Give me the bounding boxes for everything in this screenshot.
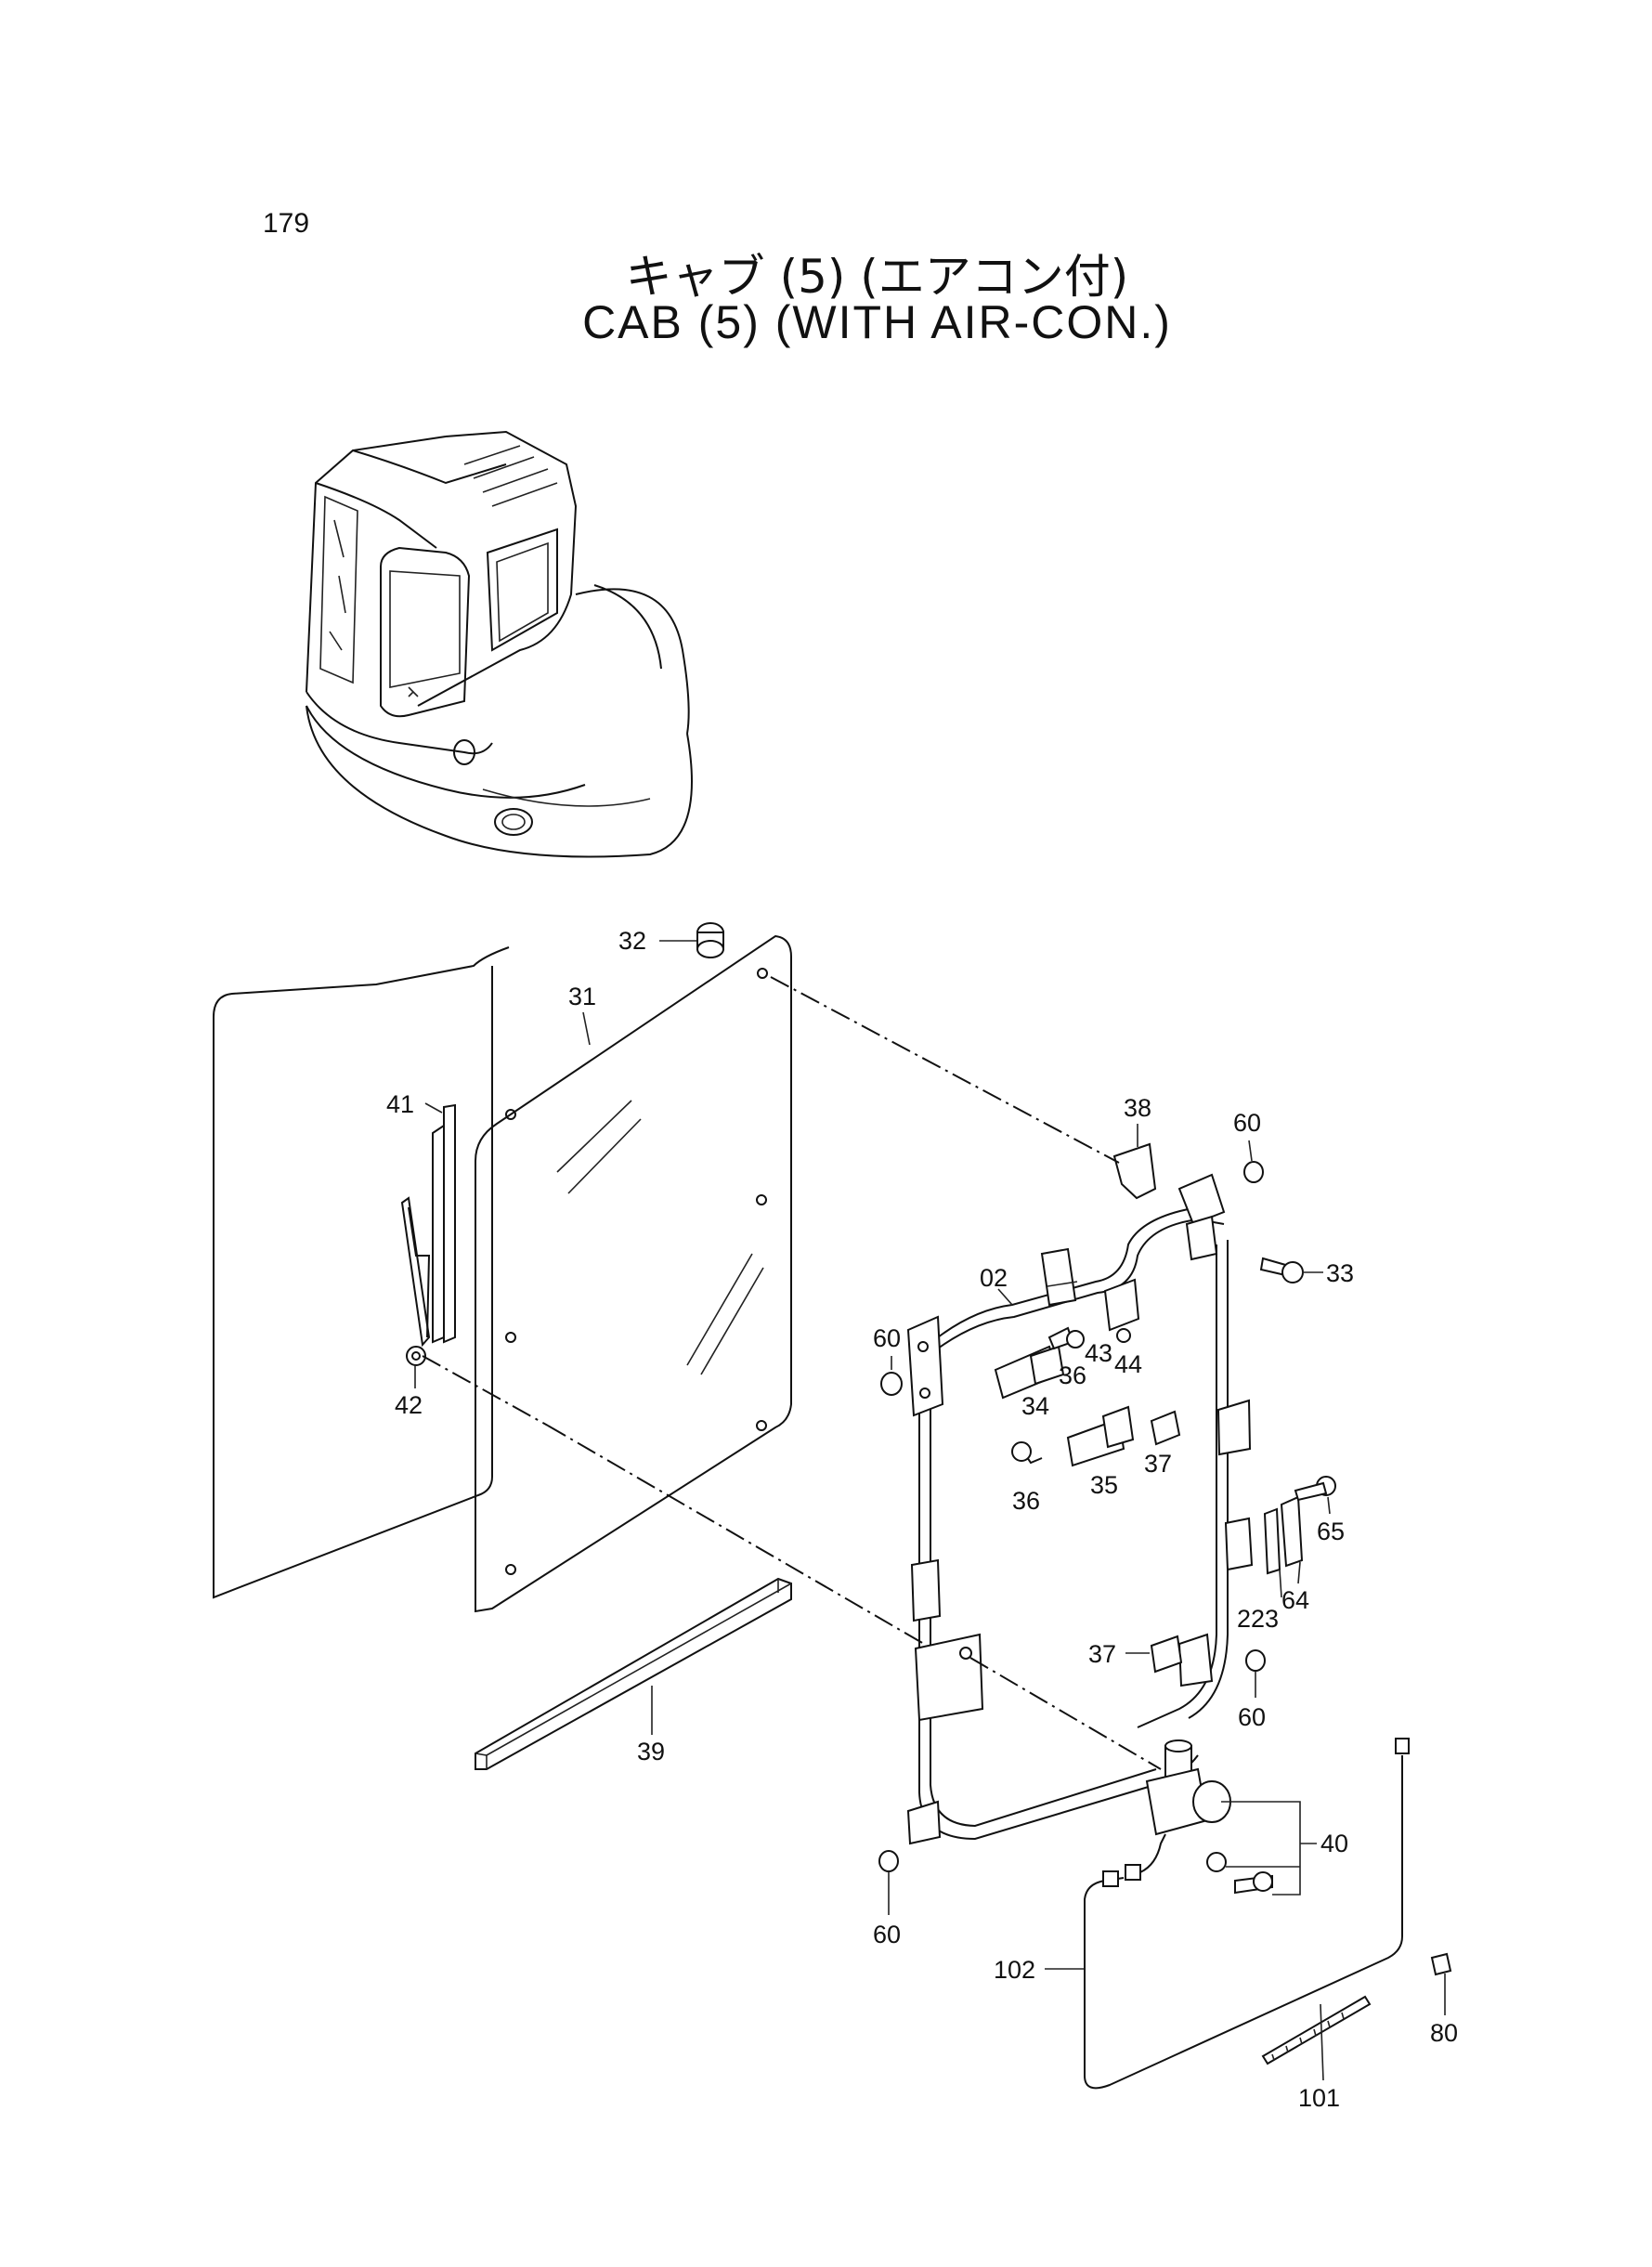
label-part-60-right: 60 bbox=[1238, 1703, 1266, 1731]
label-part-39: 39 bbox=[637, 1738, 665, 1765]
cab-overview-illustration bbox=[306, 430, 693, 858]
alignment-lines bbox=[422, 976, 1162, 1770]
label-part-60-top: 60 bbox=[1233, 1109, 1261, 1137]
fasteners bbox=[878, 1161, 1336, 1872]
part-38-clip bbox=[1112, 1142, 1157, 1200]
label-part-41: 41 bbox=[386, 1090, 414, 1118]
part-number-labels: 32 31 41 42 39 38 60 33 02 60 36 43 44 3… bbox=[386, 927, 1458, 2112]
label-part-33: 33 bbox=[1326, 1259, 1354, 1287]
label-part-42: 42 bbox=[395, 1391, 423, 1419]
page-title-english: CAB (5) (WITH AIR-CON.) bbox=[582, 296, 1172, 348]
part-41-wiper-blade bbox=[432, 1103, 456, 1344]
part-80-clip bbox=[1430, 1952, 1452, 1976]
part-60-nut-top bbox=[1243, 1161, 1264, 1183]
label-part-64: 64 bbox=[1281, 1586, 1309, 1614]
part-42-wiper-arm bbox=[400, 1196, 431, 1366]
part-31-glass-panel-outline bbox=[475, 934, 792, 1613]
part-39-seal-strip bbox=[475, 1577, 792, 1770]
leader-lines bbox=[414, 940, 1446, 2081]
label-part-40: 40 bbox=[1320, 1830, 1348, 1857]
label-part-80: 80 bbox=[1430, 2019, 1458, 2047]
part-31-glass-panel bbox=[213, 946, 510, 1599]
label-part-37-lower: 37 bbox=[1088, 1640, 1116, 1668]
label-part-223: 223 bbox=[1237, 1605, 1279, 1633]
label-part-36-upper: 36 bbox=[1059, 1362, 1086, 1389]
label-part-65: 65 bbox=[1317, 1518, 1345, 1545]
part-32-grommet bbox=[696, 922, 724, 958]
label-part-102: 102 bbox=[994, 1956, 1035, 1984]
label-part-32: 32 bbox=[618, 927, 646, 955]
part-101-cable-tie bbox=[1261, 1995, 1372, 2065]
label-part-35: 35 bbox=[1090, 1471, 1118, 1499]
window-frame-assembly bbox=[906, 1142, 1304, 1895]
label-part-44: 44 bbox=[1114, 1350, 1142, 1378]
label-part-38: 38 bbox=[1124, 1094, 1151, 1122]
label-part-60-bottom: 60 bbox=[873, 1921, 901, 1948]
label-part-60-left: 60 bbox=[873, 1324, 901, 1352]
label-part-36-lower: 36 bbox=[1012, 1487, 1040, 1515]
wiring-harness bbox=[1084, 1738, 1452, 2090]
label-part-37-upper: 37 bbox=[1144, 1450, 1172, 1478]
label-part-02: 02 bbox=[980, 1264, 1008, 1292]
label-part-43: 43 bbox=[1085, 1339, 1112, 1367]
label-part-101: 101 bbox=[1298, 2084, 1340, 2112]
page-title-japanese: キャブ (5) (エアコン付) bbox=[625, 250, 1129, 304]
label-part-34: 34 bbox=[1021, 1392, 1049, 1420]
label-part-31: 31 bbox=[568, 983, 596, 1010]
page-number: 179 bbox=[263, 208, 310, 239]
